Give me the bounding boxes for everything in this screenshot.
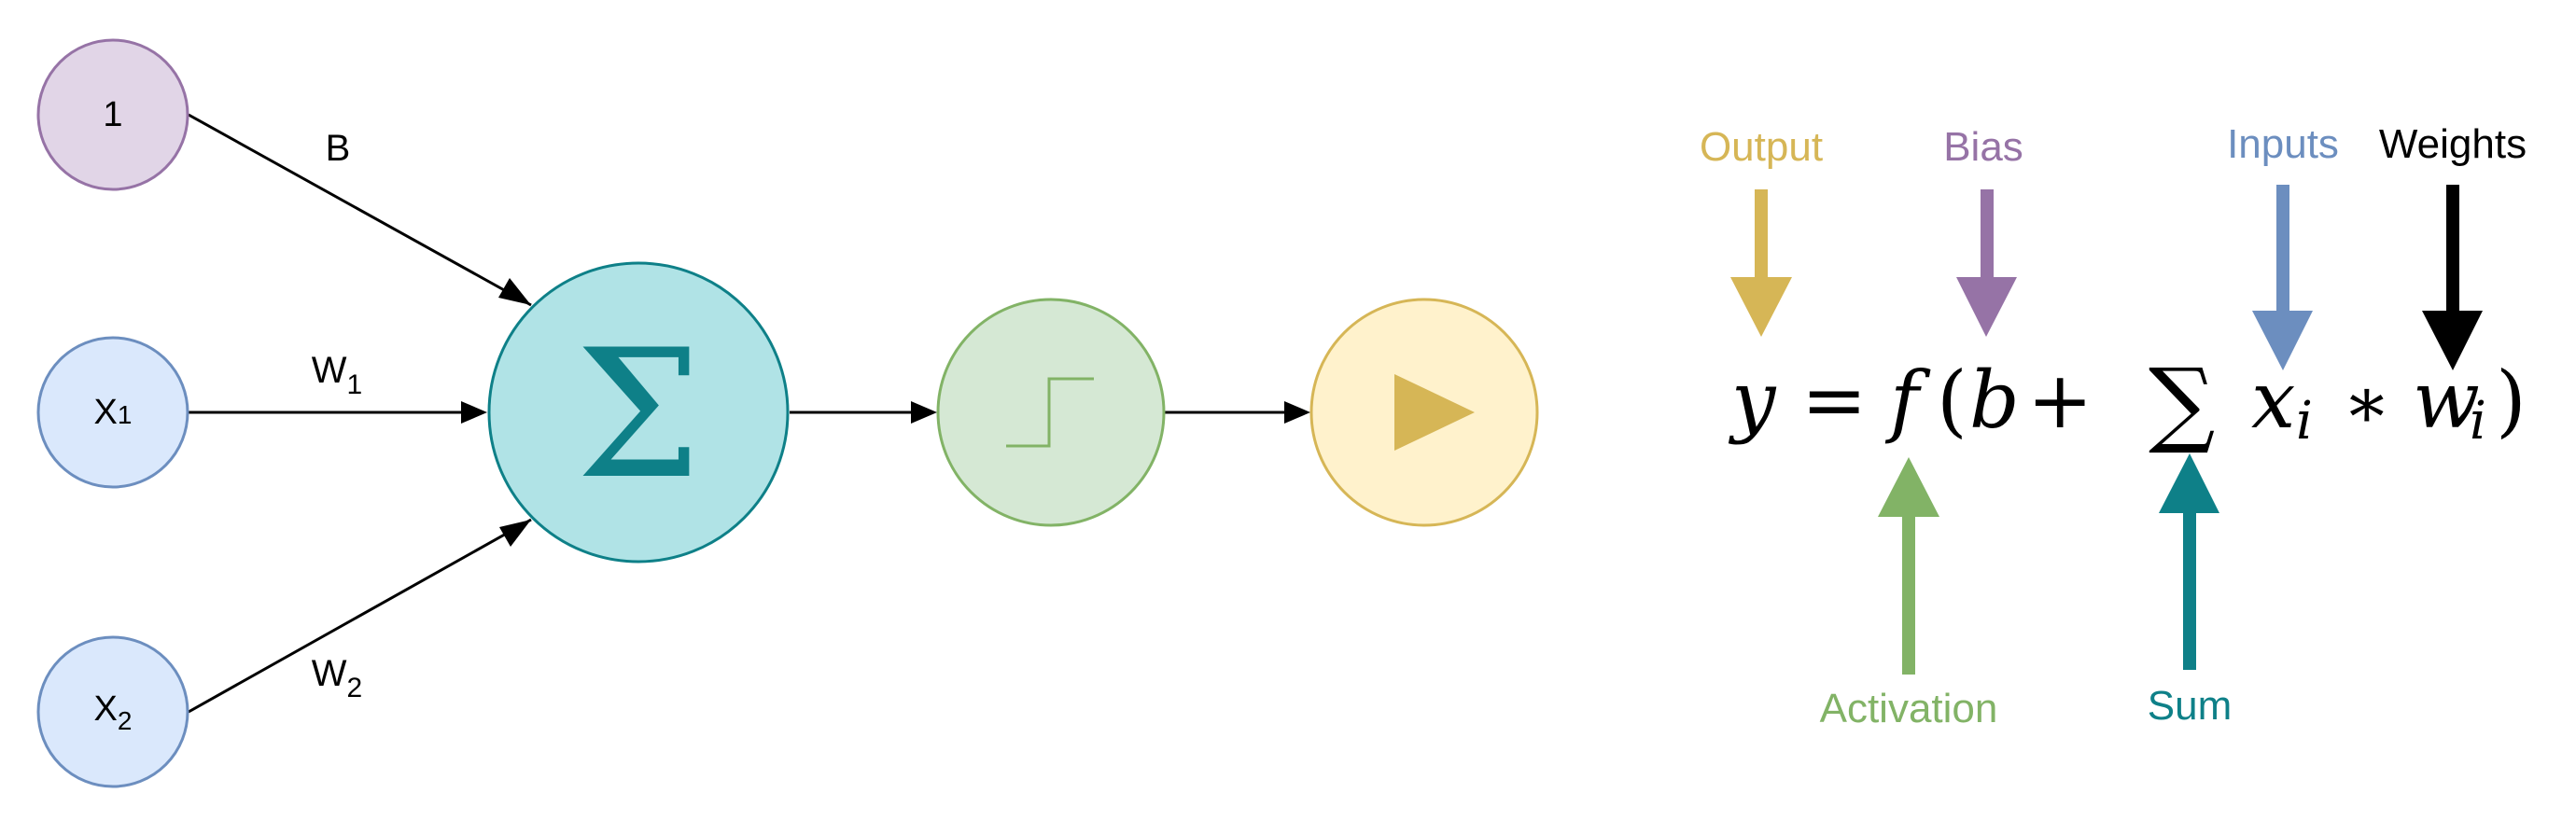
- inputs-arrow: [2252, 185, 2313, 370]
- bias-annotation: Bias: [1943, 124, 2023, 337]
- eq-y: y: [1728, 355, 1777, 446]
- sum-symbol: Σ: [576, 312, 701, 518]
- bias-label: Bias: [1943, 124, 2023, 170]
- output-arrow: [1730, 189, 1792, 337]
- activation-arrow: [1878, 457, 1939, 675]
- weights-annotation: Weights: [2379, 121, 2527, 370]
- step-function-icon: [1006, 377, 1094, 448]
- bias-edge: [188, 113, 532, 307]
- sum-annotation: Sum: [2148, 453, 2232, 729]
- activation-node: [936, 298, 1166, 527]
- input-node-2: X2: [36, 635, 189, 788]
- play-icon: [1394, 374, 1475, 451]
- output-node: [1309, 298, 1539, 527]
- eq-b: b: [1969, 355, 2020, 446]
- output-label: Output: [1700, 124, 1823, 170]
- bias-weight-label: B: [326, 128, 351, 169]
- input-node-1-letter: X: [94, 393, 118, 432]
- sum-arrow: [2159, 453, 2219, 670]
- weights-arrow: [2422, 185, 2483, 370]
- bias-arrow: [1956, 189, 2017, 337]
- inputs-annotation: Inputs: [2227, 121, 2339, 370]
- weight1-letter: W: [312, 350, 347, 391]
- input2-edge: [188, 518, 532, 714]
- eq-times: ∗: [2343, 361, 2391, 444]
- weight1-subscript: 1: [347, 369, 363, 400]
- input-node-1-label: X1: [94, 393, 133, 432]
- sum-to-activation-arrowhead: [911, 401, 937, 424]
- weights-label: Weights: [2379, 121, 2527, 167]
- weight2-subscript: 2: [347, 673, 363, 703]
- activation-annotation: Activation: [1820, 457, 1998, 731]
- input-node-2-label: X2: [94, 689, 133, 735]
- bias-node-label: 1: [103, 95, 122, 134]
- bias-node: 1: [36, 38, 189, 191]
- input-node-2-letter: X: [94, 689, 118, 729]
- eq-sigma: ∑: [2149, 348, 2215, 457]
- sum-label: Sum: [2148, 683, 2232, 729]
- eq-open-paren: (: [1937, 355, 1967, 446]
- eq-w-subscript: i: [2470, 391, 2486, 452]
- output-annotation: Output: [1700, 124, 1823, 337]
- eq-x-subscript: i: [2296, 391, 2313, 452]
- eq-f: f: [1884, 355, 1931, 446]
- sum-node: Σ: [487, 261, 790, 564]
- input-node-1: X1: [36, 336, 189, 489]
- weight1-label: W1: [312, 350, 362, 400]
- activation-label: Activation: [1820, 686, 1998, 731]
- input1-edge-arrowhead: [461, 401, 487, 424]
- inputs-label: Inputs: [2227, 121, 2339, 167]
- eq-equals: =: [1801, 355, 1867, 446]
- eq-plus: +: [2027, 355, 2093, 446]
- weight2-label: W2: [312, 653, 362, 703]
- network-edges: [188, 113, 1310, 714]
- bias-edge-arrowhead: [498, 278, 531, 305]
- eq-close-paren: ): [2496, 355, 2527, 446]
- input-node-2-subscript: 2: [118, 706, 133, 735]
- input2-edge-arrowhead: [499, 520, 531, 547]
- eq-w: w: [2413, 355, 2480, 446]
- input-node-1-subscript: 1: [118, 400, 133, 429]
- perceptron-equation: y = f ( b + ∑ x i ∗ w i ): [1728, 348, 2527, 457]
- eq-x: x: [2251, 355, 2295, 446]
- weight2-letter: W: [312, 653, 347, 694]
- activation-to-output-arrowhead: [1284, 401, 1310, 424]
